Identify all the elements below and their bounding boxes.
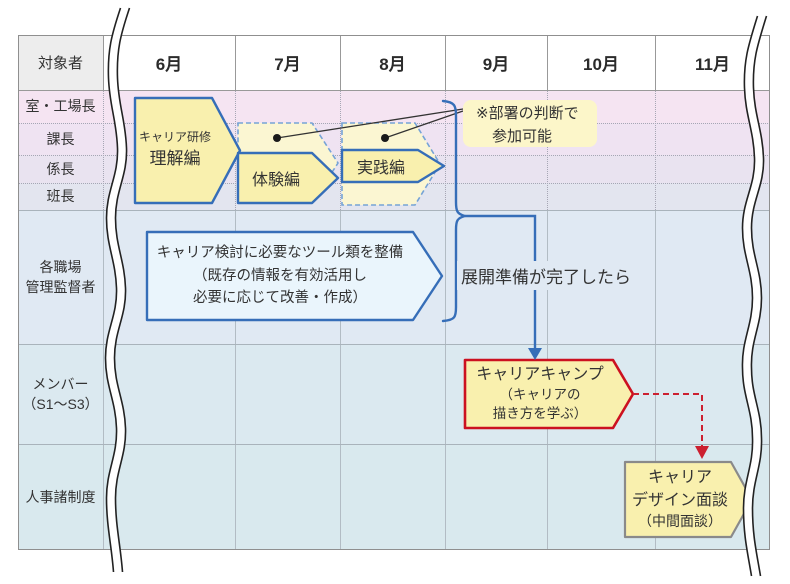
month-header-10: 10月 (583, 55, 619, 74)
practice-label: 実践編 (356, 160, 405, 177)
torn-edge-left (104, 6, 131, 573)
grid-line (340, 35, 341, 90)
career-design-text: キャリア デザイン面談 （中間面談） (625, 462, 735, 537)
grid-line (103, 210, 104, 550)
experience-label: 体験編 (251, 172, 300, 189)
understanding-arrow-shape (133, 96, 242, 205)
month-header-6: 6月 (155, 55, 183, 74)
ready-note: 展開準備が完了したら (457, 261, 635, 290)
grid-line (445, 90, 446, 210)
grid-line (18, 444, 770, 445)
dept-note-line2: 参加可能 (492, 127, 553, 145)
ready-arrow-line (465, 214, 537, 351)
row-label-shitsu-kojocho: 室・工場長 (25, 98, 96, 115)
career-design-line1: キャリア (647, 469, 712, 487)
row-label-kanri: 各職場 管理監督者 (18, 210, 103, 344)
row-label-kakaricho: 係長 (46, 160, 75, 177)
month-header-8: 8月 (379, 55, 406, 74)
ready-arrow-head (528, 348, 542, 360)
career-camp-line2: （キャリアの (499, 387, 581, 403)
corner-header: 対象者 (37, 55, 83, 72)
row-label-jinji: 人事諸制度 (25, 488, 96, 505)
grid-line (655, 35, 656, 90)
grid-line (18, 90, 770, 91)
grid-line (445, 210, 446, 550)
tools-text: キャリア検討に必要なツール類を整備 （既存の情報を有効活用し 必要に応じて改善・… (147, 232, 413, 320)
career-design-line2: デザイン面談 (631, 491, 728, 509)
tools-line2: （既存の情報を有効活用し (193, 267, 367, 284)
understanding-label: 理解編 (149, 148, 201, 168)
experience-arrow-shape (236, 151, 340, 205)
row-label-member: メンバー （S1〜S3） (18, 344, 103, 444)
camp-to-design-arrow-line (633, 393, 703, 447)
career-design-line3: （中間面談） (638, 513, 722, 530)
row-label-hancho: 班長 (46, 188, 75, 205)
grid-line (235, 35, 236, 90)
note-pointer-dot (273, 134, 281, 142)
grid-line (655, 210, 656, 550)
grid-line (445, 35, 446, 90)
dept-note-line1: ※部署の判断で (476, 105, 579, 122)
understanding-arrow-text: キャリア研修 理解編 (133, 98, 217, 203)
grid-line (547, 90, 548, 210)
career-camp-text: キャリアキャンプ （キャリアの 描き方を学ぶ） (465, 360, 615, 428)
career-camp-shape (463, 358, 635, 430)
table-outer-border (18, 35, 770, 550)
grid-line (340, 90, 341, 210)
note-pointer-dot (381, 134, 389, 142)
career-camp-line1: キャリアキャンプ (476, 365, 604, 383)
note-pointer-line (276, 108, 464, 139)
practice-arrow-shape (340, 148, 446, 184)
row-label-kacho: 課長 (46, 130, 75, 147)
row-label-member-line1: メンバー (32, 375, 89, 392)
month-header-9: 9月 (482, 55, 510, 74)
tools-line1: キャリア検討に必要なツール類を整備 (156, 245, 404, 262)
grid-line (103, 90, 104, 210)
career-design-shape (623, 460, 754, 539)
camp-to-design-arrow-head (695, 446, 709, 459)
row-label-kanri-line2: 管理監督者 (25, 279, 96, 295)
row-label-kanri-line1: 各職場 (39, 258, 82, 275)
grid-line (547, 35, 548, 90)
torn-edge-right (741, 14, 768, 577)
row-label-member-line2: （S1〜S3） (22, 396, 99, 412)
grid-line (655, 90, 656, 210)
month-header-7: 7月 (274, 55, 301, 74)
understanding-tag: キャリア研修 (138, 130, 211, 145)
tools-arrow-shape (145, 230, 444, 322)
grid-line (18, 344, 770, 345)
dept-note: ※部署の判断で 参加可能 (463, 100, 597, 147)
grid-line (235, 210, 236, 550)
career-camp-line3: 描き方を学ぶ） (492, 406, 588, 422)
grid-line (340, 210, 341, 550)
corner-cell-bg (18, 35, 103, 90)
grid-line (18, 210, 770, 211)
grid-line (103, 35, 104, 90)
tools-line3: 必要に応じて改善・作成） (193, 290, 367, 307)
month-header-11: 11月 (695, 55, 730, 74)
note-pointer-line (384, 110, 464, 139)
